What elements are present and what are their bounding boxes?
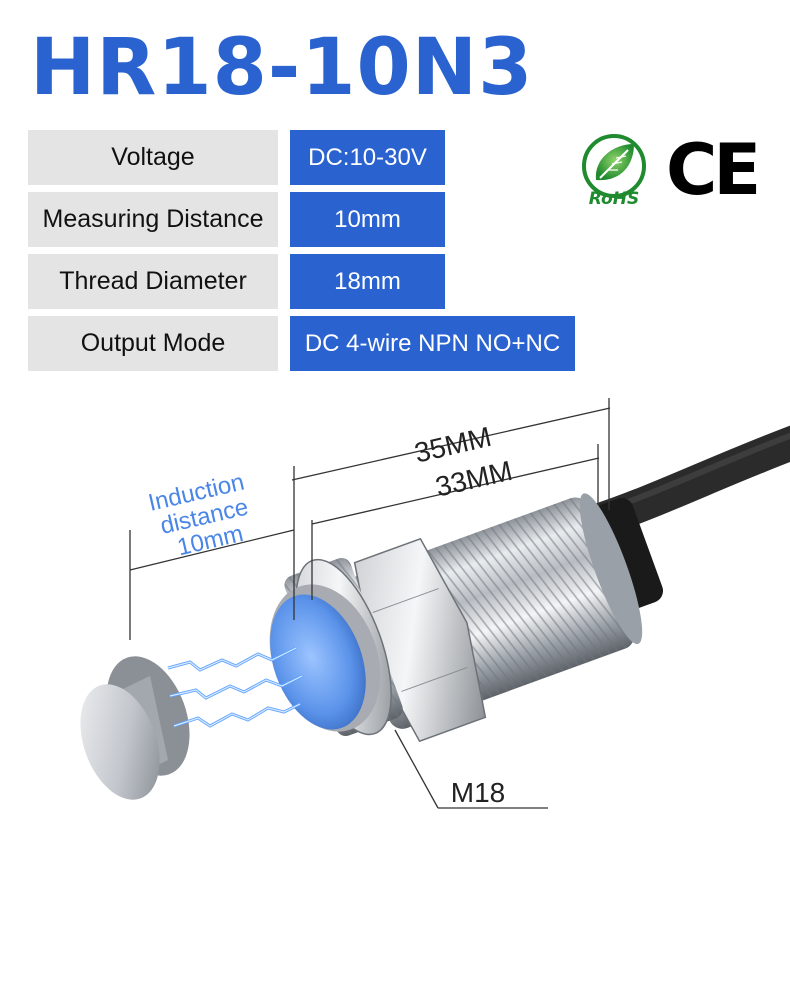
spec-value: 18mm <box>290 254 445 309</box>
spec-value: DC:10-30V <box>290 130 445 185</box>
induction-distance-label: Induction distance 10mm <box>146 469 251 562</box>
spec-label: Thread Diameter <box>28 254 278 309</box>
rohs-label: RoHS <box>589 189 639 209</box>
sensing-face <box>270 594 366 730</box>
product-title: HR18-10N3 <box>30 23 534 113</box>
ce-mark-icon: CE <box>666 129 761 211</box>
spec-value: DC 4-wire NPN NO+NC <box>290 316 575 371</box>
thread-size-label: M18 <box>451 777 505 808</box>
rohs-logo-icon: RoHS <box>582 134 646 209</box>
spec-value: 10mm <box>290 192 445 247</box>
metal-target <box>80 656 190 800</box>
spec-label: Measuring Distance <box>28 192 278 247</box>
spec-label: Output Mode <box>28 316 278 371</box>
spec-label: Voltage <box>28 130 278 185</box>
dimension-lines <box>129 398 611 809</box>
